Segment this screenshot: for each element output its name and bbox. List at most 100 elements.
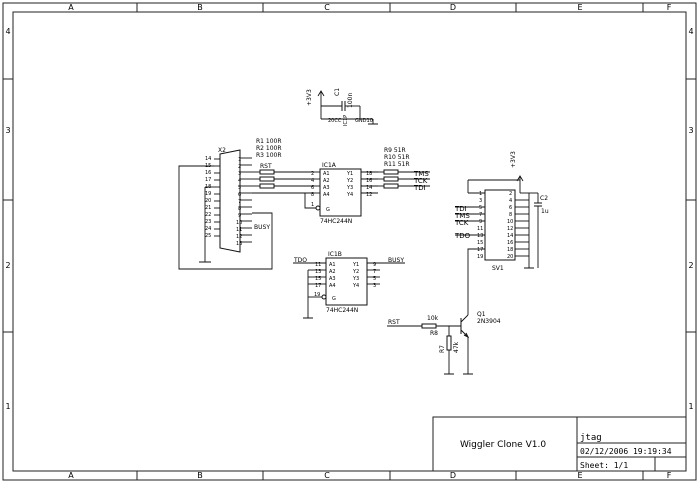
- sv1-pin: 3: [479, 198, 482, 204]
- sv1-pin: 17: [477, 247, 483, 253]
- r-right-line: R11 51R: [384, 161, 410, 168]
- ic1a-buffer: IC1A 74HC244N 2 4 6 8 A1 A2 A3 A4 Y1 Y2 …: [304, 162, 378, 225]
- column-labels-bottom: A B C D E F: [68, 471, 671, 480]
- column-label: E: [577, 471, 582, 480]
- row-label: 1: [5, 402, 10, 411]
- c1-vcc-label: 20CC: [328, 118, 342, 124]
- r8-value: 10k: [427, 315, 439, 322]
- ic1b-out-name: Y2: [352, 269, 359, 275]
- column-label: D: [450, 3, 456, 12]
- x2-pin-label: 20: [205, 198, 211, 204]
- row-label: 3: [5, 126, 10, 135]
- header-sv1: +3V3 3 5 7 9 11 13 15 17 19 1 2 4 6 8 10…: [454, 151, 534, 305]
- ic1b-out-pin: 3: [373, 283, 376, 289]
- column-labels-top: A B C D E F: [68, 3, 671, 12]
- x2-pin-label: 22: [205, 212, 211, 218]
- x2-pin-label: 17: [205, 177, 211, 183]
- ic1a-in-name: A3: [323, 185, 330, 191]
- x2-pin-label: 4: [238, 178, 241, 184]
- r8-ref: R8: [430, 330, 438, 337]
- sv1-signal-tms: TMS: [454, 212, 470, 220]
- row-labels-left: 4 3 2 1: [5, 27, 10, 411]
- ic1b-g: G: [332, 296, 336, 302]
- ic1a-out-pin: 18: [366, 171, 372, 177]
- c2-ref: C2: [540, 195, 548, 202]
- ic1a-out-pin: 16: [366, 178, 372, 184]
- column-label: D: [450, 471, 456, 480]
- row-label: 1: [688, 402, 693, 411]
- c2-value: 1u: [541, 208, 549, 215]
- q1-ref: Q1: [477, 311, 486, 318]
- sv1-pin: 12: [507, 226, 513, 232]
- x2-pin-label: 21: [205, 205, 211, 211]
- r7-ref: R7: [439, 345, 446, 353]
- r-left-line: R1 100R: [256, 138, 282, 145]
- sv1-ref: SV1: [492, 265, 504, 272]
- sv1-pin: 10: [507, 219, 513, 225]
- connector-x2: X2 14 15 16 17 18 19 20 21 22 23 24: [178, 147, 273, 270]
- c1-gnd-label: GND10: [355, 118, 373, 124]
- signal-tck: TCK: [413, 177, 428, 185]
- ic1b-out-name: Y3: [352, 276, 359, 282]
- ic1a-part: 74HC244N: [320, 218, 352, 225]
- resistor-r7: R7 47k: [439, 326, 460, 375]
- ic1b-in-name: A4: [329, 283, 336, 289]
- ic1b-out-name: Y1: [352, 262, 359, 268]
- x2-pin-label: 13: [236, 241, 242, 247]
- ic1b-pin: 15: [315, 276, 321, 282]
- x2-pin-label: 14: [205, 156, 211, 162]
- ic1a-out-pin: 14: [366, 185, 372, 191]
- sv1-pin: 13: [477, 233, 483, 239]
- x2-pin-label: 7: [238, 199, 241, 205]
- r8-signal: RST: [388, 319, 400, 326]
- ic1b-buffer: IC1B 74HC244N TDO 11 13 15 17 A1 A2 A3 A…: [293, 251, 405, 319]
- title-block-date: 02/12/2006 19:19:34: [580, 447, 672, 456]
- ic1b-in-name: A3: [329, 276, 336, 282]
- x2-ref: X2: [218, 147, 226, 154]
- sv1-pin: 8: [509, 212, 512, 218]
- ic1b-part: 74HC244N: [326, 307, 358, 314]
- ic1b-busy-label: BUSY: [388, 257, 404, 264]
- sv1-supply: +3V3: [510, 151, 517, 168]
- title-block: Wiggler Clone V1.0 jtag 02/12/2006 19:19…: [432, 416, 687, 472]
- q1-part: 2N3904: [477, 318, 501, 325]
- column-label: F: [667, 471, 672, 480]
- signal-tdi: TDI: [413, 184, 426, 192]
- ic1a-g: G: [326, 207, 330, 213]
- row-label: 2: [5, 261, 10, 270]
- column-label: F: [667, 3, 672, 12]
- x2-pin-label: 19: [205, 191, 211, 197]
- column-label: A: [68, 471, 74, 480]
- column-label: C: [324, 3, 330, 12]
- sv1-pin: 11: [477, 226, 483, 232]
- sv1-pin: 18: [507, 247, 513, 253]
- sv1-pin: 2: [509, 191, 512, 197]
- capacitor-c1: +3V3 C1 100n 20CC GND10 IC1P: [306, 88, 378, 126]
- x2-pin-label: 5: [238, 185, 241, 191]
- row-labels-right: 4 3 2 1: [688, 27, 693, 411]
- ic1a-ref: IC1A: [322, 162, 337, 169]
- column-label: C: [324, 471, 330, 480]
- ic1b-pin: 13: [315, 269, 321, 275]
- ic1a-in-name: A4: [323, 192, 330, 198]
- x2-left-pins: 14 15 16 17 18 19 20 21 22 23 24 25: [205, 156, 220, 239]
- ic1a-out-name: Y1: [346, 171, 353, 177]
- column-label: B: [197, 3, 203, 12]
- r-right-line: R10 51R: [384, 154, 410, 161]
- x2-pin-label: 11: [236, 227, 242, 233]
- row-label: 3: [688, 126, 693, 135]
- column-label: B: [197, 471, 203, 480]
- x2-pin-label: 8: [238, 206, 241, 212]
- ic1a-out-name: Y2: [346, 178, 353, 184]
- r7-value: 47k: [453, 341, 460, 353]
- row-label: 4: [5, 27, 10, 36]
- resistor-array-r1-r3: R1 100R R2 100R R3 100R RST: [252, 138, 312, 194]
- ic1b-pin: 11: [315, 262, 321, 268]
- signal-tms: TMS: [413, 170, 429, 178]
- resistor-r8: RST 10k R8: [387, 315, 461, 337]
- ic1a-in-name: A2: [323, 178, 330, 184]
- x2-pin-label: 24: [205, 226, 211, 232]
- ic1b-tdo-label: TDO: [293, 257, 307, 264]
